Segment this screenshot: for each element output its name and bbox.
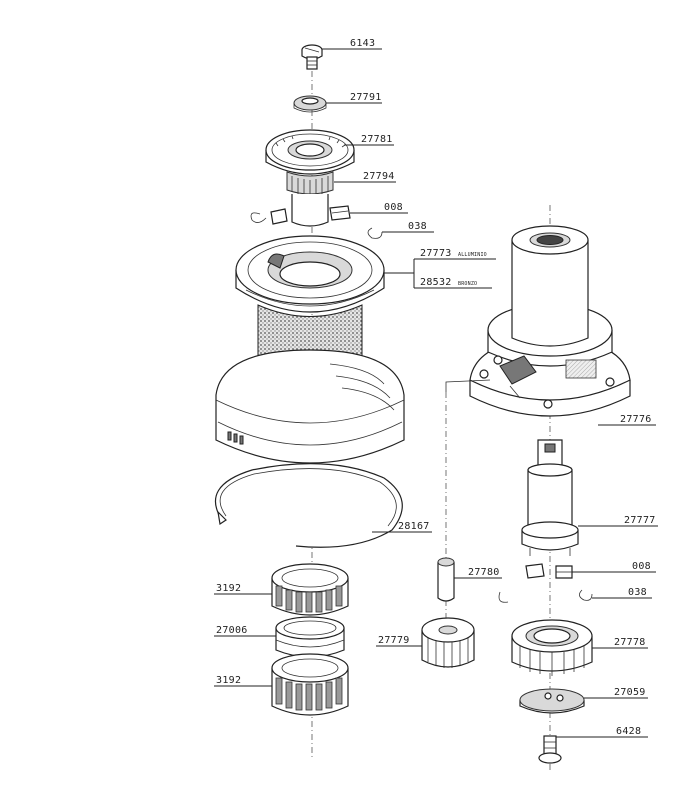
pin-27780 <box>437 557 509 603</box>
label-008-left: 008 <box>384 202 403 213</box>
label-27778: 27778 <box>614 637 646 648</box>
bearing-3192-top <box>271 563 349 616</box>
label-038-left: 038 <box>408 221 427 232</box>
label-28532-note: BRONZO <box>458 281 477 287</box>
part-labels: 6143 27791 27781 27794 008 038 27773 ALL… <box>216 38 656 737</box>
washer-27791 <box>293 95 327 113</box>
leader-lines <box>214 48 658 738</box>
label-038-right: 038 <box>628 587 647 598</box>
pawls-008-right <box>525 563 573 579</box>
gear-27778 <box>511 619 593 676</box>
label-28167: 28167 <box>398 521 430 532</box>
label-6428: 6428 <box>616 726 641 737</box>
axis-link-line <box>445 379 491 392</box>
pawls-008-left <box>270 205 351 225</box>
drum-27773 <box>235 235 385 313</box>
label-27059: 27059 <box>614 687 646 698</box>
label-28532: 28532 <box>420 277 452 288</box>
spacer-27006 <box>275 616 345 658</box>
springs-038-left <box>250 212 383 239</box>
plate-27059 <box>519 688 585 714</box>
label-3192-top: 3192 <box>216 583 241 594</box>
label-27779: 27779 <box>378 635 410 646</box>
label-27777: 27777 <box>624 515 656 526</box>
drum-base <box>215 349 405 464</box>
label-3192-bottom: 3192 <box>216 675 241 686</box>
springs-038-right <box>579 589 593 601</box>
ring-28167 <box>214 463 403 548</box>
label-27776: 27776 <box>620 414 652 425</box>
label-27773: 27773 <box>420 248 452 259</box>
label-6143: 6143 <box>350 38 375 49</box>
label-27781: 27781 <box>361 134 393 145</box>
label-27791: 27791 <box>350 92 382 103</box>
label-008-right: 008 <box>632 561 651 572</box>
crown-27781 <box>265 129 355 175</box>
screw-6143 <box>301 44 323 70</box>
bearing-3192-bottom <box>271 653 349 716</box>
label-27794: 27794 <box>363 171 395 182</box>
label-27006: 27006 <box>216 625 248 636</box>
label-27780: 27780 <box>468 567 500 578</box>
pinion-shaft-27794 <box>286 171 334 227</box>
gear-27779 <box>421 617 475 668</box>
base-27776 <box>469 225 631 417</box>
screw-6428 <box>538 735 562 764</box>
label-27773-note: ALLUMINIO <box>458 252 487 258</box>
shaft-27777 <box>521 439 579 556</box>
